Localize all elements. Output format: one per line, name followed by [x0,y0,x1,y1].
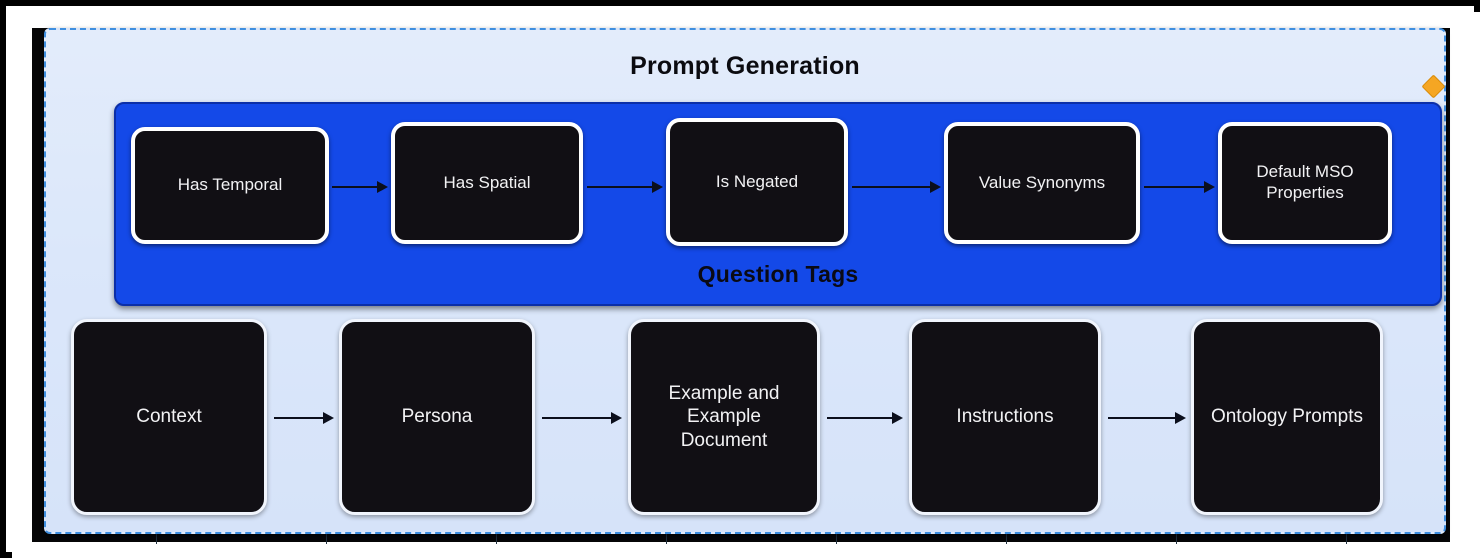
question-tags-group[interactable]: Has Temporal Has Spatial Is Negated Value S… [114,102,1442,306]
prompt-flow-node-4[interactable]: Instructions [909,319,1101,515]
question-tag-node-4[interactable]: Value Synonyms [944,122,1140,244]
question-tag-node-2[interactable]: Has Spatial [391,122,583,244]
canvas-grid-tick [156,530,157,544]
arrow-shaft [1108,417,1177,419]
question-tag-arrow-2 [587,181,663,193]
prompt-flow-arrow-2 [542,412,622,424]
node-label: Has Temporal [177,175,283,195]
question-tags-label: Question Tags [697,261,859,287]
prompt-flow-node-2[interactable]: Persona [339,319,535,515]
question-tag-arrow-3 [852,181,941,193]
canvas-grid-tick [326,530,327,544]
canvas-grid-tick [496,530,497,544]
arrow-shaft [274,417,325,419]
node-label: Context [136,406,202,428]
arrow-head-icon [1175,412,1186,424]
arrow-shaft [827,417,894,419]
arrow-shaft [332,186,379,188]
prompt-flow-node-3[interactable]: Example and Example Document [628,319,820,515]
canvas-margin-right [1450,12,1480,558]
node-label: Is Negated [715,171,799,191]
question-tag-node-5[interactable]: Default MSO Properties [1218,122,1392,244]
arrow-shaft [1144,186,1206,188]
page-title: Prompt Generation [630,52,860,80]
canvas-margin-top [12,12,1480,28]
node-label: Example and Example Document [668,383,780,451]
prompt-flow-arrow-3 [827,412,903,424]
arrow-head-icon [1204,181,1215,193]
arrow-head-icon [652,181,663,193]
question-tag-arrow-1 [332,181,388,193]
arrow-shaft [542,417,613,419]
node-label: Value Synonyms [978,172,1106,192]
question-tag-node-3[interactable]: Is Negated [666,118,848,246]
canvas-grid-tick [1006,530,1007,544]
arrow-head-icon [323,412,334,424]
prompt-flow-node-1[interactable]: Context [71,319,267,515]
prompt-flow-node-5[interactable]: Ontology Prompts [1191,319,1383,515]
node-label: Default MSO Properties [1256,162,1354,202]
canvas-grid-tick [1176,530,1177,544]
question-tag-arrow-4 [1144,181,1215,193]
node-label: Instructions [956,406,1054,428]
arrow-head-icon [892,412,903,424]
arrow-head-icon [611,412,622,424]
question-tag-node-1[interactable]: Has Temporal [131,127,329,244]
arrow-shaft [852,186,932,188]
prompt-flow-arrow-4 [1108,412,1186,424]
canvas-grid-tick [836,530,837,544]
prompt-flow-arrow-1 [274,412,334,424]
canvas-margin-left [12,12,32,558]
node-label: Ontology Prompts [1210,406,1364,428]
arrow-head-icon [377,181,388,193]
canvas-margin-bottom [12,542,1480,558]
node-label: Has Spatial [443,172,531,192]
prompt-generation-group[interactable]: Prompt Generation Has Temporal Has Spatia… [44,28,1446,534]
node-label: Persona [401,406,473,428]
canvas-grid-tick [1346,530,1347,544]
arrow-head-icon [930,181,941,193]
canvas-grid-tick [666,530,667,544]
arrow-shaft [587,186,654,188]
